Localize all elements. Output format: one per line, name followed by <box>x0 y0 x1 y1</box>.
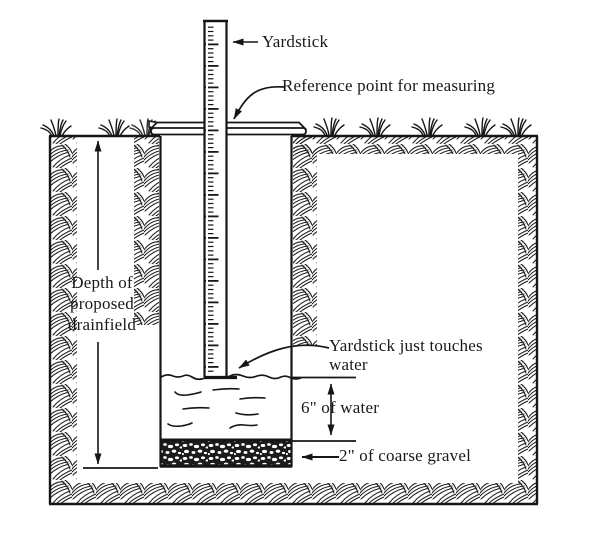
yardstick <box>203 19 237 380</box>
topsoil-hatch-band <box>293 137 518 154</box>
water-ripples <box>167 387 266 429</box>
depth-of-drainfield-label: Depth of proposed drainfield <box>67 273 137 334</box>
gravel-layer <box>160 438 292 468</box>
hole-walls <box>159 136 293 467</box>
annotations <box>83 38 356 469</box>
ground-outline <box>48 134 539 506</box>
soil-hatch-right-band <box>518 137 537 484</box>
soil-hatch-bands <box>51 137 537 503</box>
test-hole <box>159 136 302 468</box>
yardstick-label: Yardstick <box>262 32 329 51</box>
hole-right-wall-hatch <box>293 137 317 345</box>
reference-board <box>148 120 308 136</box>
touches-water-leader-arrow <box>238 344 330 369</box>
ruler-ticks <box>205 24 219 374</box>
reference-leader-arrow <box>233 85 285 120</box>
hole-left-wall-hatch <box>134 137 159 325</box>
soil-hatch-left-band <box>51 137 77 484</box>
water-depth-label: 6" of water <box>301 398 380 417</box>
coarse-gravel-label: 2" of coarse gravel <box>339 446 472 465</box>
soil-hatch-bottom-band <box>51 483 537 503</box>
yardstick-touches-water-label: Yardstick just touches water <box>329 336 483 374</box>
reference-point-label: Reference point for measuring <box>282 76 496 95</box>
